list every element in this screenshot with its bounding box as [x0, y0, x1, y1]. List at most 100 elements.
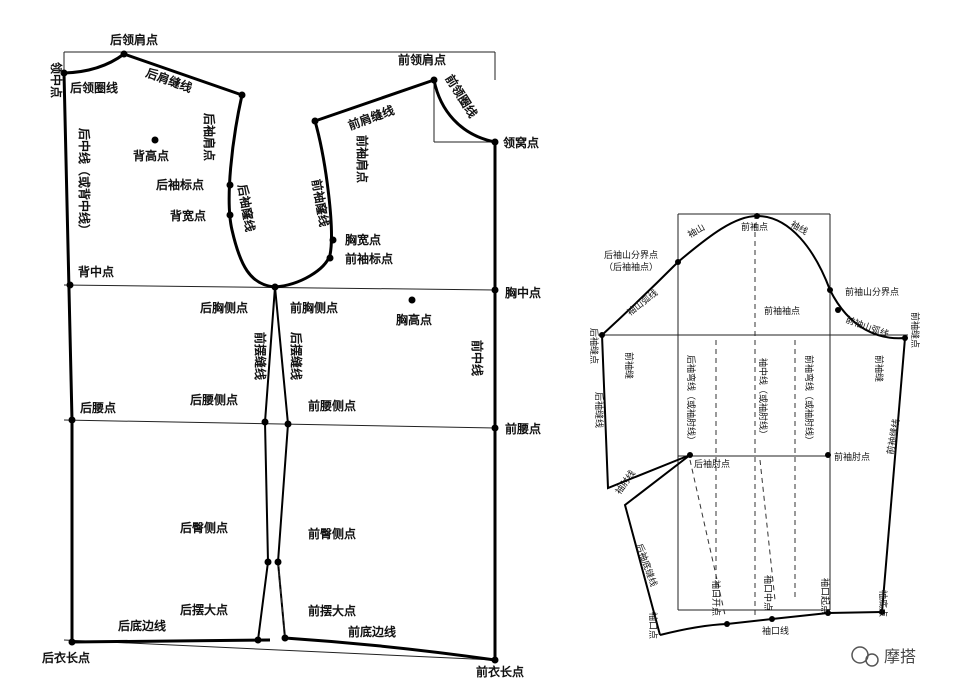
- label-cuff-line: 袖口线: [762, 625, 789, 637]
- label-back-armhole-curve: 后袖窿线: [235, 183, 258, 233]
- back-seam-lower: [623, 454, 691, 636]
- label-front-offset: 前袖缝: [873, 355, 885, 382]
- label-bust-point: 胸高点: [396, 312, 432, 327]
- label-back-neckline: 后领圈线: [70, 80, 118, 95]
- cuff-line: [659, 611, 883, 636]
- hem-guide: [63, 639, 496, 661]
- back-side-seam: [257, 286, 276, 641]
- front-cap-split-dot: [827, 287, 833, 293]
- label-front-sleeve-point: 前袖点: [741, 221, 768, 233]
- front-hip-side-point: [274, 558, 282, 566]
- label-back-elbow: 后袖肘点: [694, 458, 730, 470]
- label-front-chest-side: 前胸侧点: [290, 300, 338, 315]
- front-side-seam: [274, 286, 290, 639]
- label-front-sleeve-mark: 前袖标点: [345, 251, 393, 266]
- label-elbow-line: 袖肘线: [613, 468, 638, 497]
- label-back-waist-side: 后腰侧点: [190, 392, 238, 407]
- cuff-end-dot: [879, 609, 885, 615]
- label-cuff-mid: 袖口中点: [762, 575, 774, 611]
- label-neck-depth: 领窝点: [503, 135, 539, 150]
- cuff-slit-dot: [724, 621, 730, 627]
- watermark-text: 摩搭: [884, 647, 916, 666]
- label-center-line: 袖中线（或袖肘线）: [757, 358, 769, 439]
- back-seam-point-dot: [599, 332, 605, 338]
- label-chest-center: 胸中点: [505, 285, 541, 300]
- back-shoulder-line: [123, 52, 243, 97]
- label-front-hem-line: 前底边线: [348, 624, 396, 639]
- watermark: 摩搭: [851, 646, 916, 667]
- label-back-seam-line: 后袖缝线: [593, 392, 605, 428]
- chest-center-point: [491, 286, 499, 294]
- label-chest-width: 胸宽点: [345, 232, 381, 247]
- neck-depth-point: [491, 138, 499, 146]
- label-front-cap-split: 前袖山分界点: [845, 286, 899, 298]
- waist-line: [63, 419, 496, 429]
- chest-width-point: [329, 236, 337, 244]
- label-front-sleeve-mark: 前袖袖点: [764, 305, 800, 317]
- label-cuff-slit: 袖口开点: [710, 580, 722, 616]
- label-front-armhole-point: 前袖肩点: [355, 135, 370, 183]
- back-hip-side-point: [264, 558, 272, 566]
- center-inner-dash: [759, 459, 776, 601]
- label-back-waist: 后腰点: [80, 400, 116, 415]
- label-back-cap-split-sub: （后袖袖点）: [604, 261, 658, 273]
- label-front-hip-side: 前臀侧点: [308, 526, 356, 541]
- chat-bubble-small-icon: [865, 653, 879, 667]
- label-back-center: 背中点: [78, 264, 114, 279]
- back-elbow-dot: [687, 452, 693, 458]
- label-front-center: 前中线: [470, 340, 485, 376]
- label-back-hem-side: 后摆大点: [180, 602, 228, 617]
- sleeve-pattern: 后袖山分界点 （后袖袖点） 袖山弧线 袖山 前袖点 袖线 前袖山分界点 前袖袖点…: [588, 213, 921, 639]
- front-length-point: [491, 656, 499, 664]
- back-neckline-curve: [63, 52, 125, 75]
- front-waist-side-point: [284, 420, 292, 428]
- back-neck-point: [120, 50, 128, 58]
- label-back-chest-side: 后胸侧点: [200, 300, 248, 315]
- front-armhole-point: [311, 117, 319, 125]
- bust-point-dot: [408, 296, 416, 304]
- label-back-hip-side: 后臀侧点: [180, 520, 228, 535]
- cap-top-dot: [754, 213, 760, 219]
- label-cuff-back-point: 袖口点: [647, 612, 659, 639]
- label-cap-curve: 袖线: [789, 218, 811, 237]
- label-side-seam-back: 后摆缝线: [289, 332, 304, 380]
- front-armhole-curve: [274, 120, 333, 289]
- label-back-offset: 前袖缝: [623, 352, 635, 379]
- label-cap-top: 袖山: [686, 221, 708, 240]
- back-waist-side-point: [261, 418, 269, 426]
- front-seam-point-dot: [902, 335, 908, 341]
- chest-side-point: [271, 283, 279, 291]
- front-elbow-dot: [825, 452, 831, 458]
- label-front-waist-side: 前腰侧点: [308, 398, 356, 413]
- back-waist-point: [68, 416, 76, 424]
- back-hem-line: [71, 638, 271, 644]
- label-front-seam-line: 前袖缝线: [884, 418, 902, 456]
- label-front-length: 前衣长点: [476, 664, 524, 679]
- label-back-neck-point: 后领肩点: [110, 32, 158, 47]
- label-front-elbow-mark: 前袖肘点: [834, 451, 870, 463]
- side-seam-dash: [277, 561, 286, 639]
- label-front-hem-side: 前摆大点: [308, 603, 356, 618]
- back-center-line: [62, 72, 74, 642]
- label-cuff-front-point: 袖底点: [877, 590, 889, 617]
- back-cap-split-dot: [675, 259, 681, 265]
- cuff-mid-dot: [769, 616, 775, 622]
- label-back-under-seam: 后袖底缝线: [633, 542, 660, 588]
- label-back-fold-line: 后袖弯线（或袖肘线）: [685, 355, 697, 445]
- label-back-length: 后衣长点: [42, 650, 90, 665]
- label-front-waist: 前腰点: [505, 421, 541, 436]
- back-center-chest-point: [66, 281, 74, 289]
- back-length-point: [68, 638, 76, 646]
- label-front-neck-point: 前领肩点: [398, 52, 446, 67]
- label-back-cap-split: 后袖山分界点: [604, 249, 658, 261]
- label-neck-center: 领中点: [49, 62, 64, 98]
- front-shoulder-line: [314, 78, 435, 123]
- label-back-armhole-point: 后袖肩点: [202, 113, 217, 161]
- back-height-point: [151, 136, 159, 144]
- label-back-hem-line: 后底边线: [118, 618, 166, 633]
- back-seam-upper: [601, 334, 691, 490]
- front-hem-line: [284, 636, 496, 662]
- label-front-cap-line: 前袖山弧线: [844, 314, 890, 341]
- front-sleeve-mark-dot: [835, 307, 841, 313]
